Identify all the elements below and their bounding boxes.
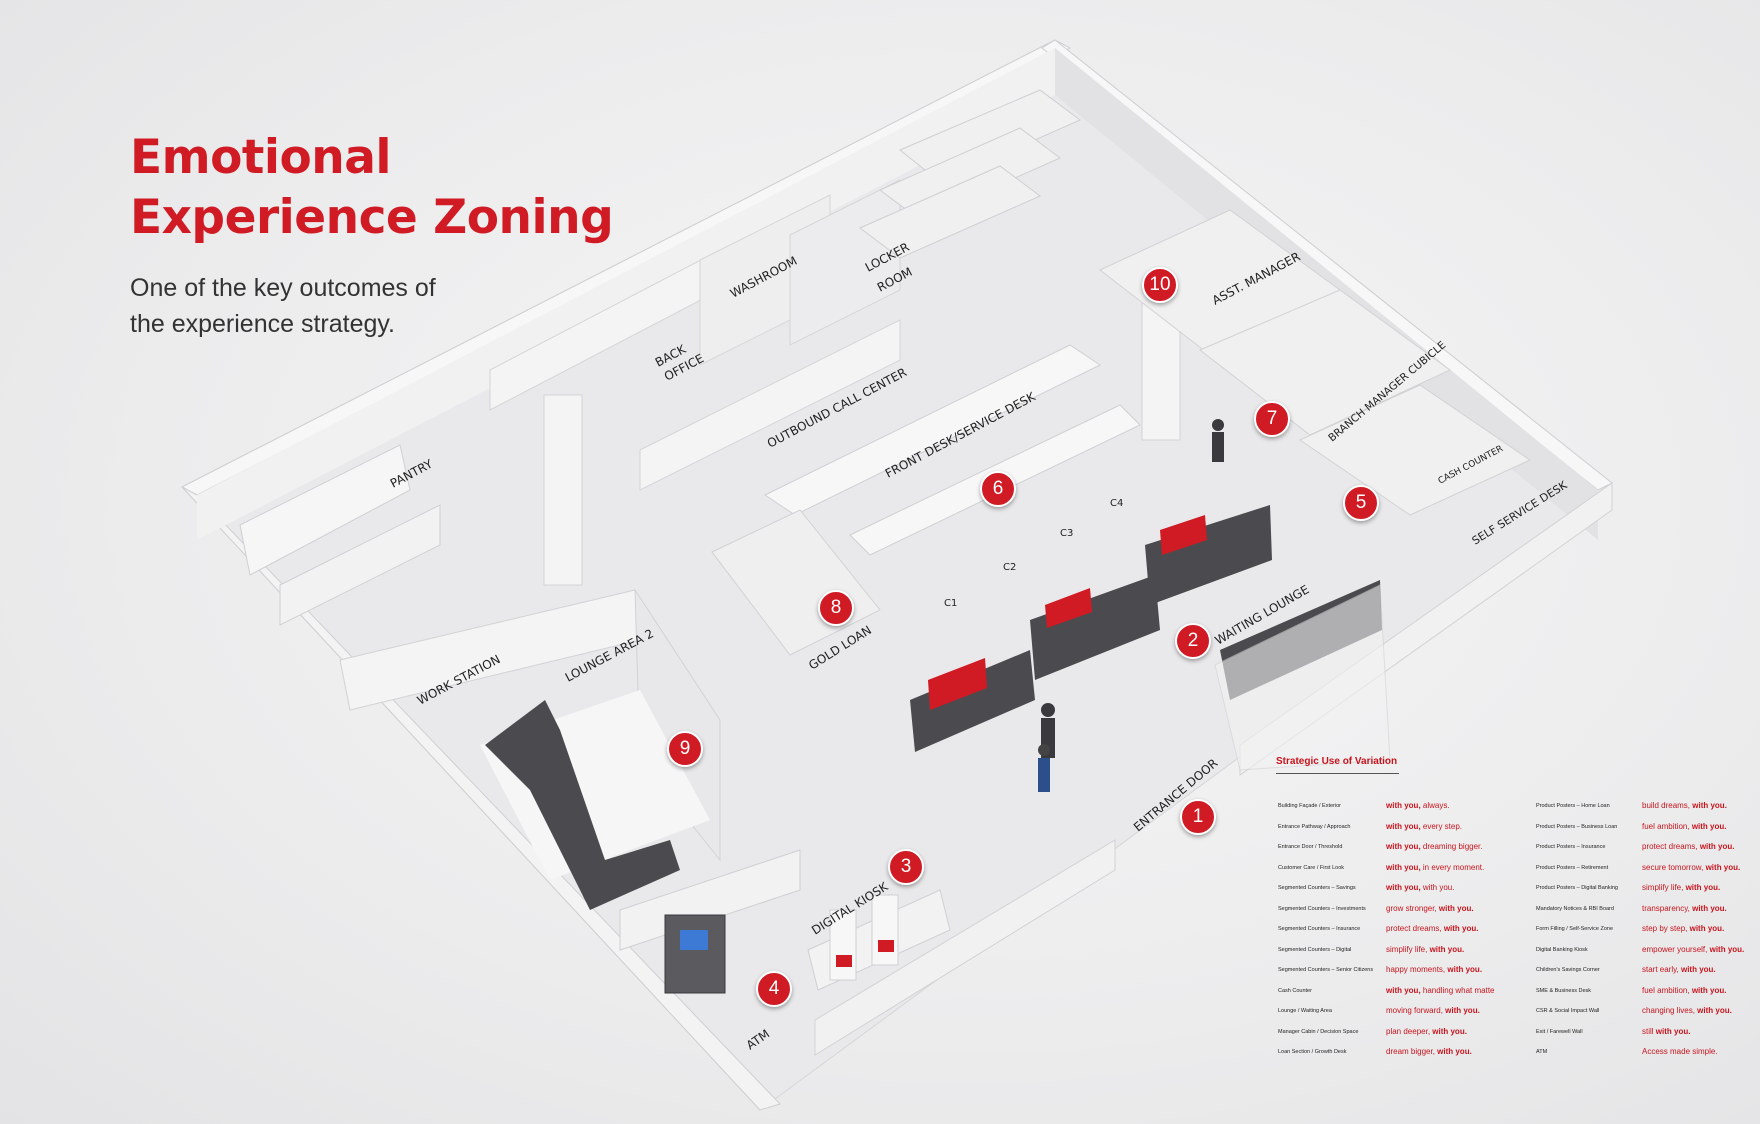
left-message-2: with you, dreaming bigger. — [1386, 842, 1483, 851]
pantry-partition — [279, 504, 441, 626]
label-c3: C3 — [1060, 528, 1073, 539]
left-zone-0: Building Façade / Exterior — [1278, 803, 1341, 809]
strategic-variation-table: Strategic Use of Variation Building Faça… — [1276, 756, 1760, 1076]
left-zone-7: Segmented Counters – Digital — [1278, 946, 1352, 953]
right-message-4: simplify life, with you. — [1642, 883, 1721, 892]
right-message-7: empower yourself, with you. — [1642, 944, 1745, 954]
right-zone-9: SME & Business Desk — [1536, 987, 1592, 994]
left-zone-1: Entrance Pathway / Approach — [1278, 823, 1351, 830]
kiosk-2 — [871, 894, 899, 966]
right-message-0: build dreams, with you. — [1642, 801, 1727, 810]
subtitle-line-2: the experience strategy. — [130, 310, 395, 338]
right-message-2: protect dreams, with you. — [1642, 842, 1735, 851]
zone-marker-7: 7 — [1254, 401, 1290, 437]
zone-marker-5: 5 — [1343, 485, 1379, 521]
right-message-11: still with you. — [1642, 1026, 1691, 1036]
zone-marker-10: 10 — [1142, 267, 1178, 303]
right-message-6: step by step, with you. — [1642, 924, 1725, 933]
zone-marker-9: 9 — [667, 731, 703, 767]
variation-left-messages: with you, always. with you, every step. wi… — [1386, 796, 1498, 1063]
right-zone-2: Product Posters – Insurance — [1536, 844, 1606, 850]
left-zone-11: Manager Cabin / Decision Space — [1278, 1028, 1359, 1035]
variation-title: Strategic Use of Variation — [1276, 756, 1398, 767]
back-office-front-wall — [639, 319, 901, 491]
zone-marker-8: 8 — [818, 590, 854, 626]
left-message-6: protect dreams, with you. — [1386, 924, 1479, 933]
kiosk-1 — [829, 909, 857, 981]
left-message-5: grow stronger, with you. — [1386, 903, 1474, 913]
person-figure — [1038, 419, 1224, 792]
left-message-8: happy moments, with you. — [1386, 965, 1483, 974]
left-zone-9: Cash Counter — [1278, 987, 1312, 994]
subtitle-line-1: One of the key outcomes of — [130, 274, 436, 302]
zone-marker-4: 4 — [756, 971, 792, 1007]
left-column — [543, 394, 583, 586]
right-zone-12: ATM — [1536, 1049, 1548, 1055]
title-line-1: Emotional — [130, 130, 392, 185]
right-message-3: secure tomorrow, with you. — [1642, 862, 1741, 872]
front-wall — [814, 839, 1116, 1056]
left-zone-4: Segmented Counters – Savings — [1278, 885, 1356, 891]
left-message-12: dream bigger, with you. — [1386, 1047, 1472, 1056]
left-zone-2: Entrance Door / Threshold — [1278, 844, 1343, 850]
variation-right-messages: build dreams, with you. fuel ambition, wi… — [1642, 796, 1760, 1063]
label-c4: C4 — [1110, 498, 1123, 509]
left-zone-5: Segmented Counters – Investments — [1278, 905, 1366, 912]
left-message-7: simplify life, with you. — [1386, 944, 1465, 954]
left-message-3: with you, in every moment. — [1386, 862, 1485, 872]
right-zone-5: Mandatory Notices & RBI Board — [1536, 905, 1614, 912]
atm-machine — [664, 914, 726, 994]
zone-marker-3: 3 — [888, 849, 924, 885]
atm-screen — [680, 930, 708, 950]
right-zone-1: Product Posters – Business Loan — [1536, 823, 1618, 830]
right-zone-3: Product Posters – Retirement — [1536, 864, 1609, 871]
back-wall-face — [197, 48, 1055, 540]
right-zone-11: Exit / Farewell Wall — [1536, 1028, 1583, 1035]
outer-wall-left — [181, 486, 781, 1111]
subtitle: One of the key outcomes of the experienc… — [130, 270, 436, 342]
locker-rows — [859, 89, 1081, 259]
right-zone-7: Digital Banking Kiosk — [1536, 946, 1588, 953]
left-message-1: with you, every step. — [1386, 821, 1463, 831]
outbound-desk — [764, 344, 1101, 516]
right-message-12: Access made simple. — [1642, 1047, 1718, 1056]
waiting-lounge-sofas — [910, 505, 1272, 752]
left-zone-3: Customer Care / First Look — [1278, 864, 1345, 871]
right-message-1: fuel ambition, with you. — [1642, 821, 1727, 831]
right-zone-8: Children's Savings Corner — [1536, 967, 1600, 973]
left-zone-12: Loan Section / Growth Desk — [1278, 1049, 1347, 1055]
right-zone-0: Product Posters – Home Loan — [1536, 803, 1610, 809]
left-message-4: with you, with you. — [1386, 883, 1455, 892]
right-message-8: start early, with you. — [1642, 965, 1716, 974]
page-title: Emotional Experience Zoning — [130, 128, 614, 248]
lounge2-sofa — [485, 700, 680, 910]
left-zone-6: Segmented Counters – Insurance — [1278, 926, 1361, 932]
variation-title-rule — [1276, 773, 1399, 774]
label-c1: C1 — [944, 598, 957, 609]
left-zone-10: Lounge / Waiting Area — [1278, 1008, 1332, 1014]
right-zone-4: Product Posters – Digital Banking — [1536, 885, 1618, 891]
right-message-5: transparency, with you. — [1642, 903, 1727, 913]
left-message-0: with you, always. — [1386, 801, 1450, 810]
side-sofa-wall — [1214, 584, 1391, 771]
label-c2: C2 — [1003, 562, 1016, 573]
locker-partition — [789, 179, 901, 346]
left-message-10: moving forward, with you. — [1386, 1006, 1480, 1015]
zone-marker-6: 6 — [980, 471, 1016, 507]
zone-marker-2: 2 — [1175, 623, 1211, 659]
right-zone-6: Form Filling / Self-Service Zone — [1536, 926, 1614, 932]
right-message-10: changing lives, with you. — [1642, 1006, 1732, 1015]
left-message-9: with you, handling what matte — [1386, 985, 1495, 995]
right-zone-10: CSR & Social Impact Wall — [1536, 1008, 1600, 1014]
zone-marker-1: 1 — [1180, 799, 1216, 835]
title-line-2: Experience Zoning — [130, 190, 614, 245]
left-zone-8: Segmented Counters – Senior Citizens — [1278, 967, 1374, 973]
left-message-11: plan deeper, with you. — [1386, 1026, 1467, 1036]
pantry-counter — [239, 444, 411, 576]
right-message-9: fuel ambition, with you. — [1642, 985, 1727, 995]
